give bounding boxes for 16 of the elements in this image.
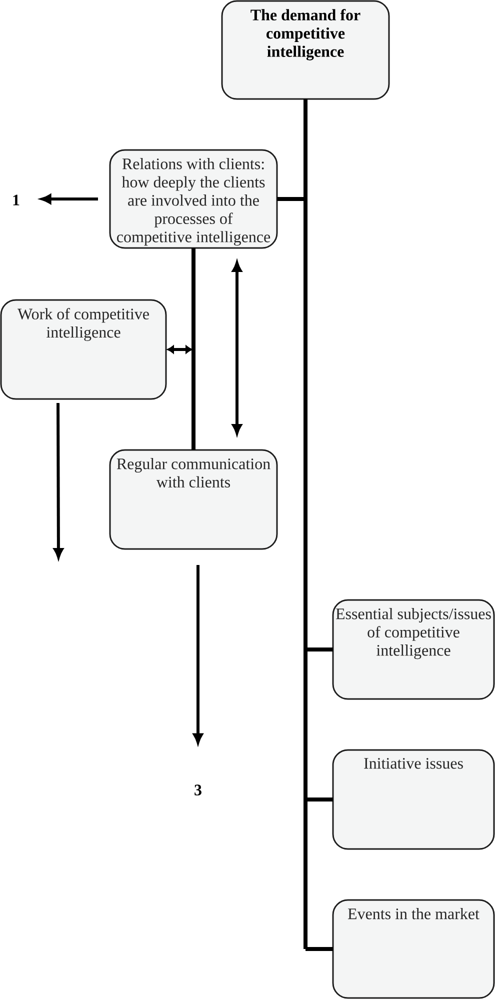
rounded-box: Essential subjects/issues of competitive intelligence bbox=[332, 599, 495, 700]
callout-number: 1 bbox=[13, 194, 20, 206]
rounded-box: Events in the market bbox=[332, 899, 495, 999]
connector-line bbox=[306, 947, 333, 951]
connector-line bbox=[306, 798, 333, 802]
rounded-box: Relations with clients: how deeply the clients are involved into the processes of competitive intelligence bbox=[109, 149, 278, 249]
rounded-box: The demand for competitive intelligence bbox=[221, 0, 390, 100]
double-arrow bbox=[167, 346, 192, 354]
trunk-line bbox=[304, 99, 308, 949]
rounded-box: Regular communication with clients bbox=[109, 449, 278, 550]
connector-line bbox=[277, 197, 306, 201]
rounded-box: Initiative issues bbox=[332, 749, 495, 850]
rounded-box: Work of competitive intelligence bbox=[0, 299, 167, 400]
callout-number: 3 bbox=[194, 784, 202, 796]
connector-line bbox=[192, 248, 196, 450]
connector-line bbox=[306, 648, 333, 652]
